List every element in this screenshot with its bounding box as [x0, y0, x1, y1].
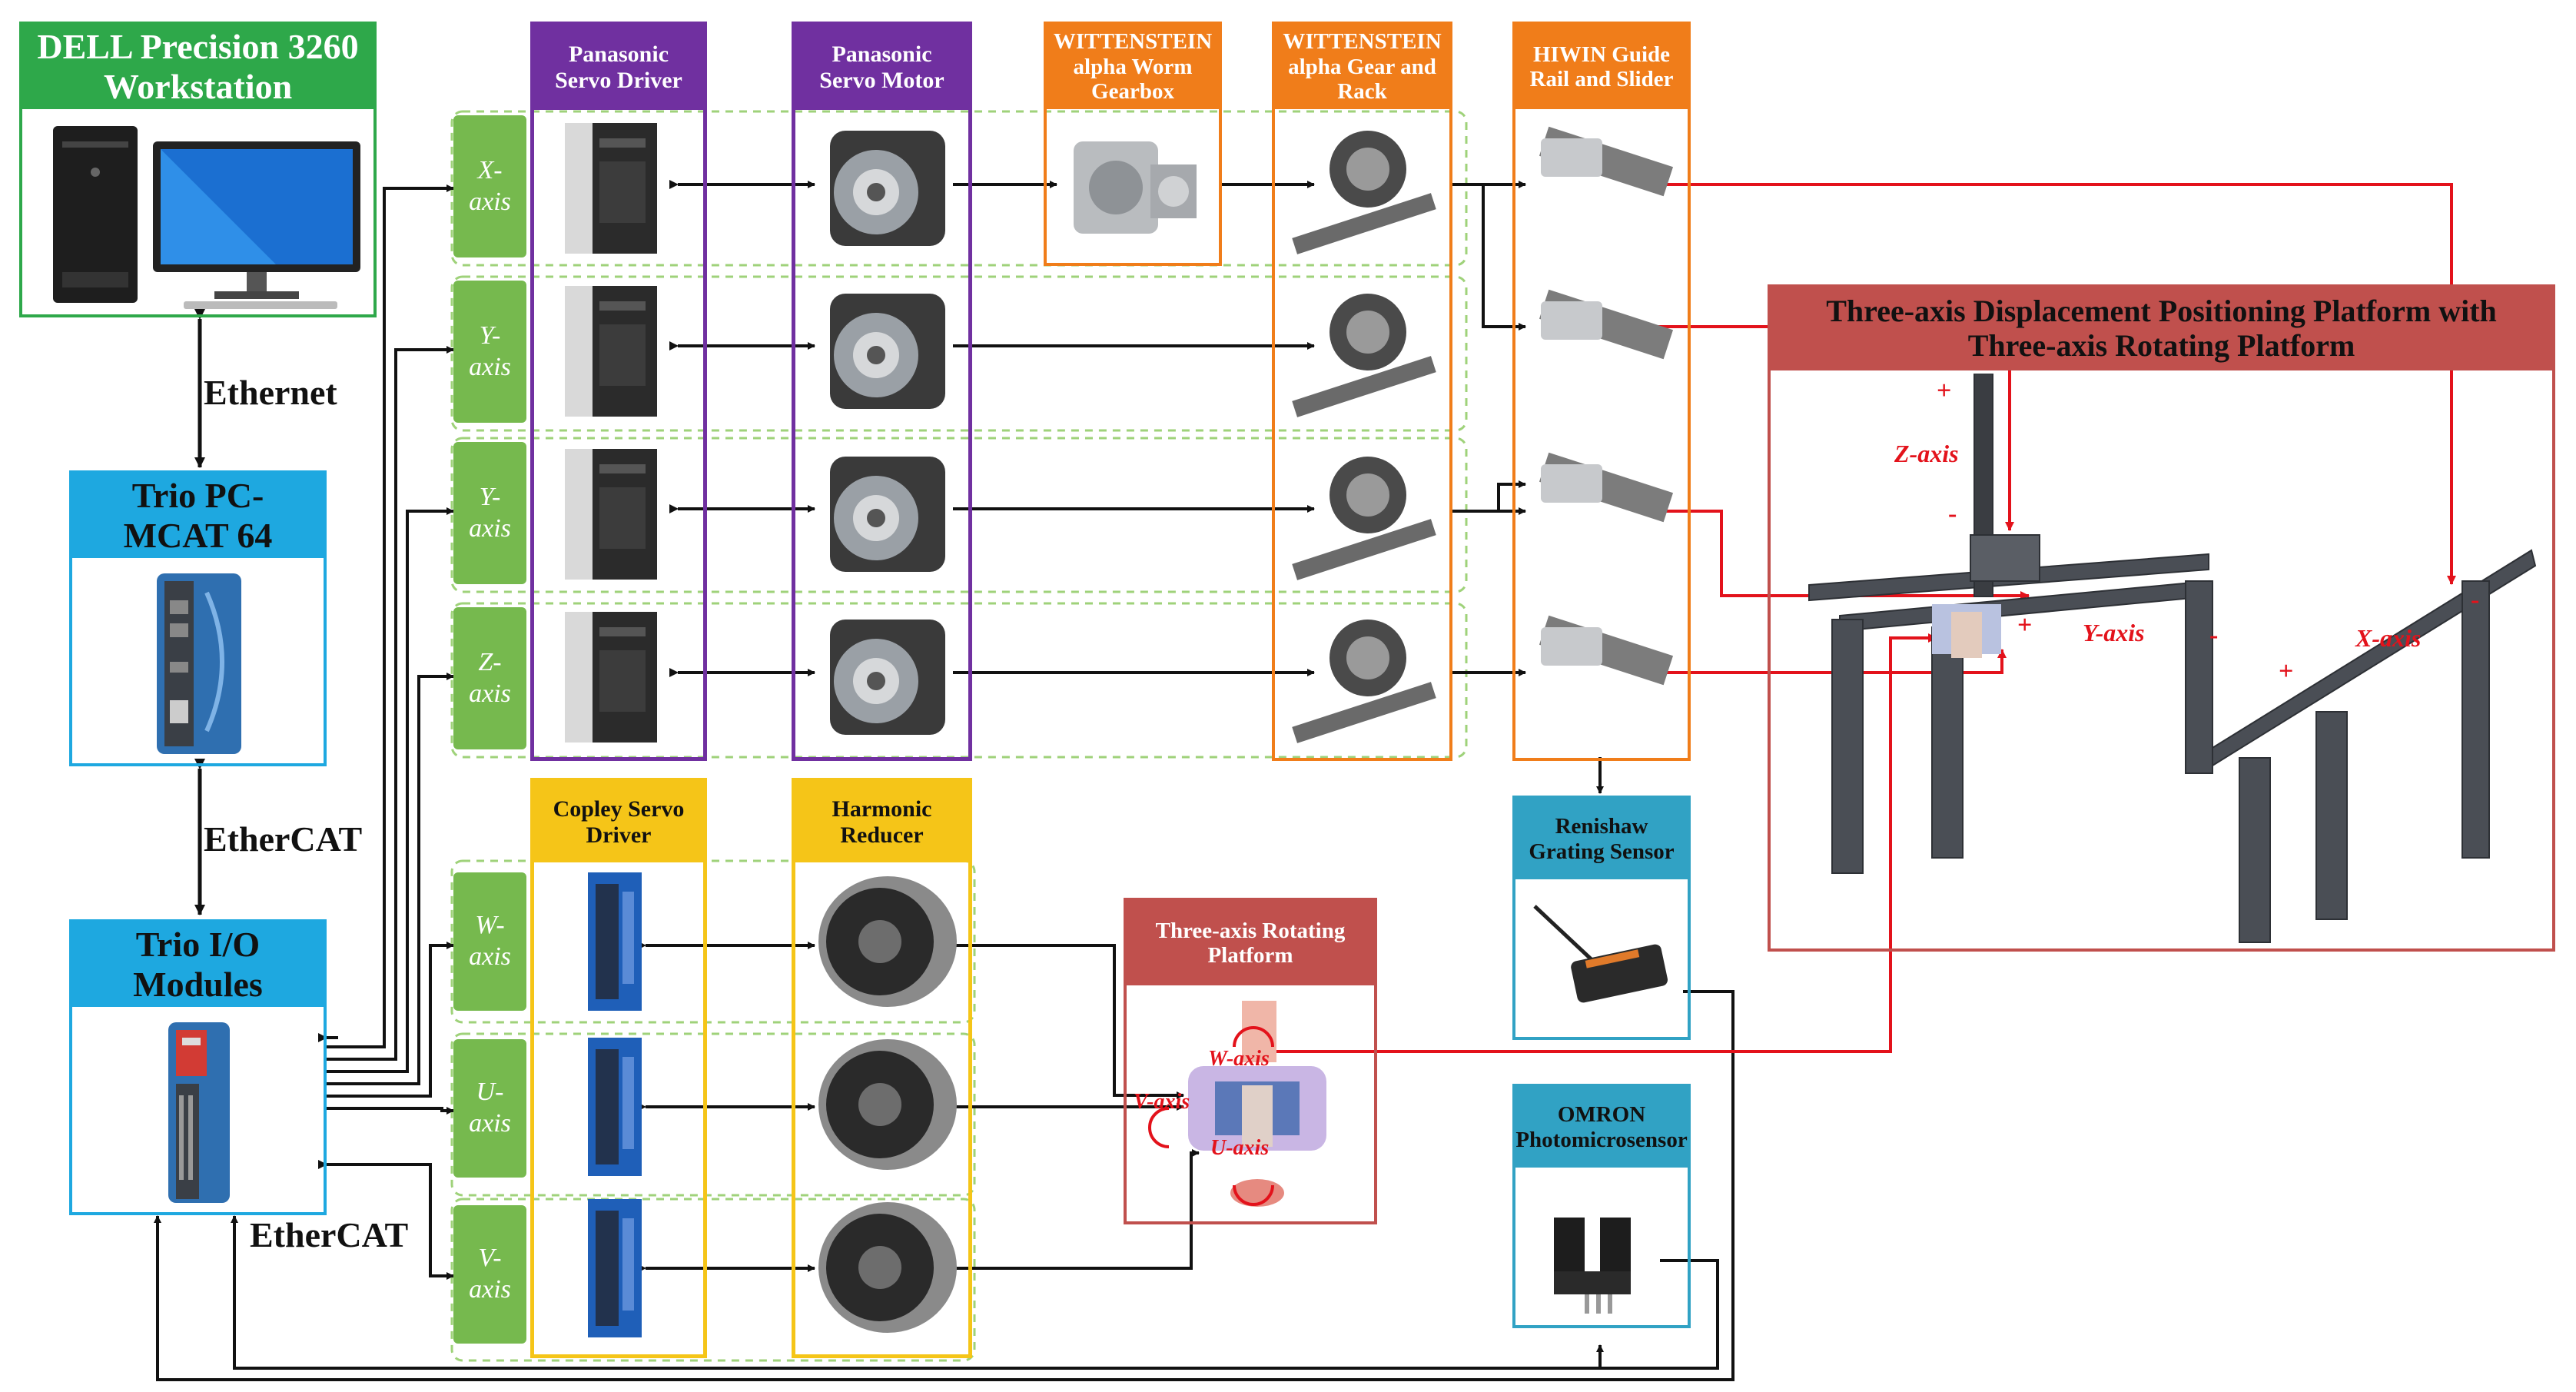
guide-rail-images: [1539, 126, 1674, 686]
copley-images: [588, 872, 642, 1337]
main-platform-block: Three-axis Displacement Positioning Plat…: [1768, 284, 2555, 952]
axis-button-z[interactable]: Z- axis: [453, 607, 526, 749]
gear-rack-column: WITTENSTEIN alpha Gear and Rack: [1272, 22, 1452, 761]
axis-button-w[interactable]: W- axis: [453, 872, 526, 1011]
z-axis-label: Z-axis: [1894, 440, 1959, 467]
trio-pc-title: Trio PC-MCAT 64: [72, 473, 324, 558]
x-axis-label: X-axis: [2355, 624, 2422, 652]
axis-button-y1[interactable]: Y- axis: [453, 281, 526, 423]
rotating-platform-image: [1148, 1001, 1326, 1207]
servo-motor-column: Panasonic Servo Motor: [792, 22, 972, 761]
worm-gearbox-image: [1074, 141, 1197, 234]
workstation-title: DELL Precision 3260 Workstation: [22, 25, 373, 109]
harmonic-title: Harmonic Reducer: [795, 782, 968, 862]
servo-driver-column: Panasonic Servo Driver: [530, 22, 707, 761]
servo-motor-images: [830, 131, 945, 735]
z-minus-sign: -: [1948, 500, 1957, 528]
worm-gearbox-title: WITTENSTEIN alpha Worm Gearbox: [1047, 25, 1219, 109]
harmonic-images: [818, 876, 957, 1333]
x-plus-sign: +: [2279, 657, 2294, 686]
ethercat-label-2: EtherCAT: [250, 1215, 409, 1254]
axis-button-y2[interactable]: Y- axis: [453, 442, 526, 584]
y-minus-sign: -: [2209, 621, 2219, 649]
w-axis-label: W-axis: [1208, 1047, 1270, 1071]
gear-rack-title: WITTENSTEIN alpha Gear and Rack: [1275, 25, 1449, 109]
z-plus-sign: +: [1937, 377, 1952, 405]
trio-pc-block: Trio PC-MCAT 64: [69, 470, 327, 766]
y-plus-sign: +: [2017, 611, 2033, 640]
trio-pc-image: [157, 573, 241, 754]
u-axis-label: U-axis: [1210, 1136, 1270, 1160]
servo-driver-title: Panasonic Servo Driver: [534, 25, 703, 110]
ethercat-label-1: EtherCAT: [204, 819, 363, 859]
v-axis-label: V-axis: [1134, 1090, 1190, 1114]
renishaw-image: [1533, 905, 1668, 1003]
rotating-platform-title: Three-axis Rotating Platform: [1127, 901, 1374, 985]
worm-gearbox-block: WITTENSTEIN alpha Worm Gearbox: [1044, 22, 1222, 266]
servo-driver-images: [565, 123, 657, 743]
trio-io-title: Trio I/O Modules: [72, 922, 324, 1007]
guide-rail-title: HIWIN Guide Rail and Slider: [1515, 25, 1688, 109]
gantry-image: [1808, 374, 2537, 943]
gear-rack-images: [1292, 131, 1436, 743]
axis-button-v[interactable]: V- axis: [453, 1205, 526, 1344]
guide-rail-column: HIWIN Guide Rail and Slider: [1512, 22, 1691, 761]
trio-io-block: Trio I/O Modules: [69, 919, 327, 1215]
main-platform-title: Three-axis Displacement Positioning Plat…: [1771, 287, 2552, 370]
y-axis-label: Y-axis: [2083, 619, 2145, 646]
axis-button-u[interactable]: U- axis: [453, 1039, 526, 1178]
axis-button-x[interactable]: X- axis: [453, 115, 526, 257]
copley-title: Copley Servo Driver: [534, 782, 703, 862]
renishaw-block: Renishaw Grating Sensor: [1512, 796, 1691, 1040]
omron-image: [1554, 1218, 1631, 1314]
copley-column: Copley Servo Driver: [530, 778, 707, 1358]
omron-title: OMRON Photomicrosensor: [1515, 1087, 1688, 1168]
omron-block: OMRON Photomicrosensor: [1512, 1084, 1691, 1328]
workstation-block: DELL Precision 3260 Workstation: [19, 22, 377, 317]
rotating-platform-block: Three-axis Rotating Platform: [1124, 898, 1377, 1224]
renishaw-title: Renishaw Grating Sensor: [1515, 799, 1688, 879]
harmonic-column: Harmonic Reducer: [792, 778, 972, 1358]
x-minus-sign: -: [2471, 586, 2480, 614]
trio-io-image: [168, 1022, 230, 1203]
servo-motor-title: Panasonic Servo Motor: [795, 25, 968, 110]
ethernet-label: Ethernet: [204, 373, 337, 412]
workstation-image: [53, 126, 360, 309]
